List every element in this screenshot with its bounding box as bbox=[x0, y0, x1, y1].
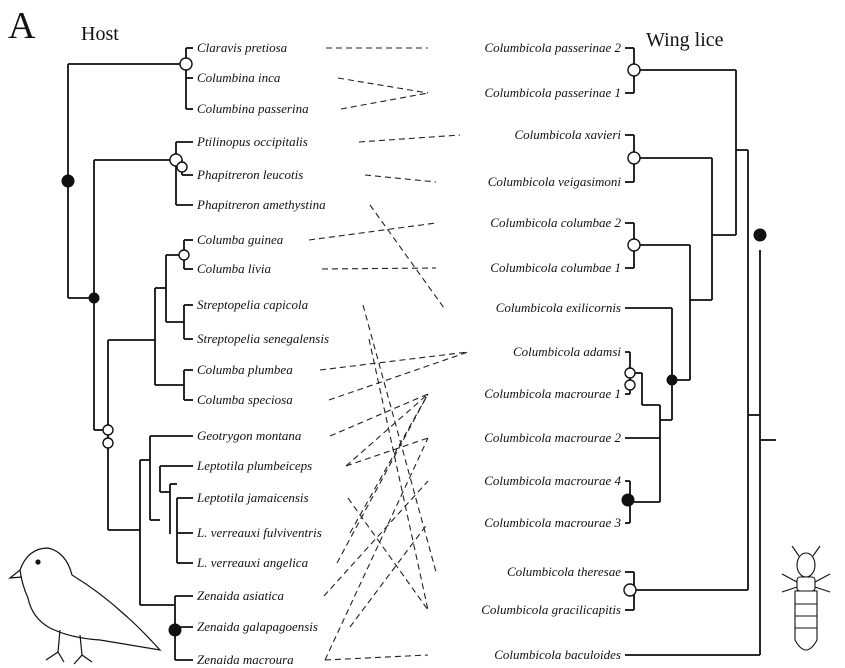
host-label-columba-guinea: Columba guinea bbox=[197, 232, 284, 247]
host-label-leptotila-jamaicensis: Leptotila jamaicensis bbox=[196, 490, 309, 505]
lice-label-columbicola-xavieri: Columbicola xavieri bbox=[514, 127, 621, 142]
lice-label-columbicola-macrourae-4: Columbicola macrourae 4 bbox=[484, 473, 621, 488]
association-links bbox=[308, 47, 469, 661]
host-label-ptilinopus-occipitalis: Ptilinopus occipitalis bbox=[196, 134, 308, 149]
host-label-columba-speciosa: Columba speciosa bbox=[197, 392, 293, 407]
association-link-zenaida-macroura-to-columbicola-baculoides bbox=[324, 654, 429, 661]
lice-labels: Columbicola passerinae 2 Columbicola pass… bbox=[481, 40, 621, 662]
louse-illustration bbox=[781, 545, 831, 651]
host-label-columbina-inca: Columbina inca bbox=[197, 70, 281, 85]
association-link-columbina-inca-to-columbicola-passerinae-1 bbox=[337, 77, 429, 94]
host-label-claravis-pretiosa: Claravis pretiosa bbox=[197, 40, 288, 55]
association-link-streptopelia-senegalensis-to-columbicola-gracilicapitis bbox=[368, 338, 429, 611]
host-label-zenaida-galapagoensis: Zenaida galapagoensis bbox=[197, 619, 318, 634]
lice-label-columbicola-macrourae-2: Columbicola macrourae 2 bbox=[484, 430, 621, 445]
lice-label-columbicola-columbae-2: Columbicola columbae 2 bbox=[490, 215, 621, 230]
bird-illustration bbox=[8, 547, 162, 665]
lice-node-markers bbox=[621, 63, 767, 597]
lice-tree-title: Wing lice bbox=[646, 29, 724, 51]
lice-label-columbicola-passerinae-2: Columbicola passerinae 2 bbox=[485, 40, 622, 55]
association-link-columba-guinea-to-columbicola-columbae-2 bbox=[308, 222, 437, 241]
lice-tree bbox=[625, 47, 776, 656]
association-link-columba-speciosa-to-columbicola-adamsi bbox=[328, 351, 469, 401]
association-link-columba-plumbea-to-columbicola-adamsi bbox=[319, 351, 469, 371]
lice-label-columbicola-baculoides: Columbicola baculoides bbox=[494, 647, 621, 662]
association-link-phapitreron-amethystina-to-columbicola-exilicornis bbox=[369, 204, 445, 309]
host-label-phapitreron-leucotis: Phapitreron leucotis bbox=[196, 167, 303, 182]
lice-label-columbicola-adamsi: Columbicola adamsi bbox=[513, 344, 621, 359]
host-label-columba-plumbea: Columba plumbea bbox=[197, 362, 293, 377]
association-link-streptopelia-capicola-to-columbicola-theresae bbox=[362, 304, 437, 573]
association-link-zenaida-macroura-to-columbicola-macrourae-2 bbox=[324, 437, 429, 661]
association-link-l-verreauxi-angelica-to-columbicola-macrourae-1 bbox=[336, 393, 429, 564]
host-tree-title: Host bbox=[81, 23, 119, 45]
association-link-columba-livia-to-columbicola-columbae-1 bbox=[321, 267, 437, 270]
host-label-columbina-passerina: Columbina passerina bbox=[197, 101, 309, 116]
association-link-zenaida-galapagoensis-to-columbicola-macrourae-3 bbox=[349, 522, 429, 628]
host-label-l-verreauxi-fulviventris: L. verreauxi fulviventris bbox=[196, 525, 322, 540]
host-label-leptotila-plumbeiceps: Leptotila plumbeiceps bbox=[196, 458, 312, 473]
association-link-leptotila-plumbeiceps-to-columbicola-macrourae-1 bbox=[345, 393, 429, 467]
host-node-markers bbox=[61, 57, 193, 637]
host-label-zenaida-asiatica: Zenaida asiatica bbox=[197, 588, 285, 603]
association-link-geotrygon-montana-to-columbicola-macrourae-1 bbox=[329, 393, 429, 437]
host-label-geotrygon-montana: Geotrygon montana bbox=[197, 428, 302, 443]
association-link-ptilinopus-occipitalis-to-columbicola-xavieri bbox=[358, 134, 461, 143]
host-label-streptopelia-capicola: Streptopelia capicola bbox=[197, 297, 309, 312]
lice-label-columbicola-gracilicapitis: Columbicola gracilicapitis bbox=[481, 602, 621, 617]
host-label-phapitreron-amethystina: Phapitreron amethystina bbox=[196, 197, 326, 212]
host-label-streptopelia-senegalensis: Streptopelia senegalensis bbox=[197, 331, 329, 346]
lice-label-columbicola-exilicornis: Columbicola exilicornis bbox=[496, 300, 621, 315]
lice-label-columbicola-passerinae-1: Columbicola passerinae 1 bbox=[485, 85, 622, 100]
host-label-l-verreauxi-angelica: L. verreauxi angelica bbox=[196, 555, 309, 570]
lice-label-columbicola-macrourae-3: Columbicola macrourae 3 bbox=[484, 515, 621, 530]
association-link-zenaida-asiatica-to-columbicola-macrourae-4 bbox=[323, 480, 429, 597]
association-link-columbina-passerina-to-columbicola-passerinae-1 bbox=[340, 92, 429, 110]
lice-label-columbicola-veigasimoni: Columbicola veigasimoni bbox=[488, 174, 622, 189]
host-label-columba-livia: Columba livia bbox=[197, 261, 272, 276]
host-tree bbox=[67, 47, 193, 661]
association-link-phapitreron-leucotis-to-columbicola-veigasimoni bbox=[364, 174, 437, 183]
association-link-leptotila-plumbeiceps-to-columbicola-macrourae-2 bbox=[345, 437, 429, 467]
lice-label-columbicola-columbae-1: Columbicola columbae 1 bbox=[490, 260, 621, 275]
lice-label-columbicola-macrourae-1: Columbicola macrourae 1 bbox=[484, 386, 621, 401]
lice-label-columbicola-theresae: Columbicola theresae bbox=[507, 564, 621, 579]
association-link-l-verreauxi-fulviventris-to-columbicola-macrourae-1 bbox=[349, 393, 429, 534]
panel-letter: A bbox=[8, 5, 36, 47]
host-label-zenaida-macroura: Zenaida macroura bbox=[197, 652, 294, 667]
